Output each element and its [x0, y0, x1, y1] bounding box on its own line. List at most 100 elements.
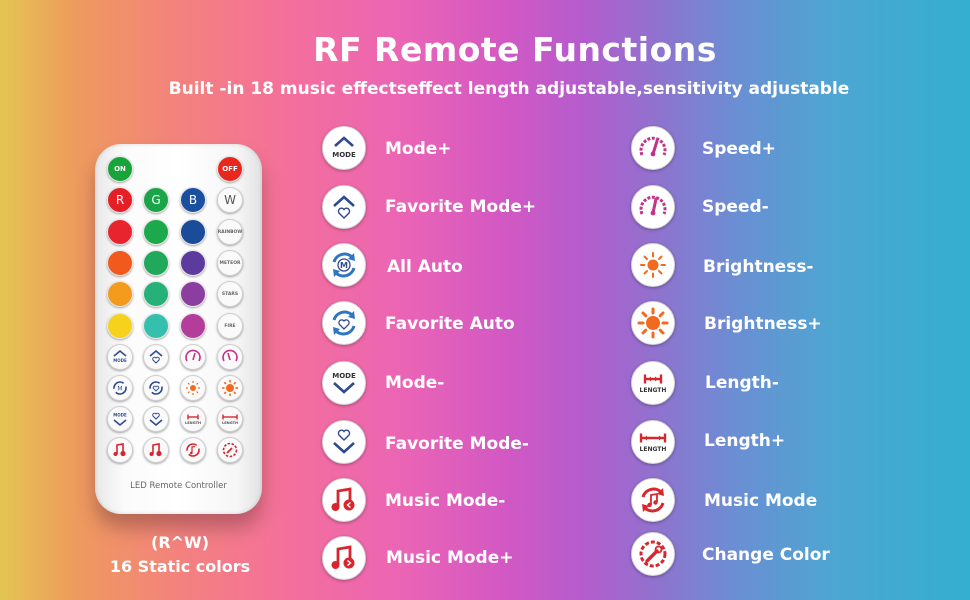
- color-button[interactable]: [180, 219, 206, 245]
- function-label-length-up: Length+: [704, 431, 786, 451]
- favorite-up-icon: [322, 185, 366, 229]
- brightness-up-button[interactable]: [217, 375, 243, 401]
- all-auto-icon: M: [322, 243, 366, 287]
- page-title: RF Remote Functions: [313, 30, 717, 69]
- favorite-up-button[interactable]: [143, 344, 169, 370]
- svg-text:LENGTH: LENGTH: [185, 421, 201, 425]
- fire-button[interactable]: FIRE: [217, 313, 243, 339]
- music-mode-button[interactable]: [180, 437, 206, 463]
- brightness-down-button[interactable]: [180, 375, 206, 401]
- speed-up-icon: [631, 126, 675, 170]
- svg-text:MODE: MODE: [113, 413, 127, 418]
- mode-down-icon: MODE: [113, 413, 127, 427]
- green-button[interactable]: G: [143, 187, 169, 213]
- off-button[interactable]: OFF: [217, 156, 243, 182]
- music-mode-icon: [631, 478, 675, 522]
- brightness-up-icon: [222, 380, 238, 396]
- color-button[interactable]: [180, 281, 206, 307]
- color-button[interactable]: [143, 250, 169, 276]
- function-label-mode-down: Mode-: [385, 373, 445, 393]
- music-next-button[interactable]: [143, 437, 169, 463]
- length-up-button[interactable]: LENGTH: [217, 406, 243, 432]
- mode-up-icon: MODE: [322, 126, 366, 170]
- remote-footer-label: LED Remote Controller: [130, 481, 227, 491]
- remote-controller: ON OFF R G B W RAINBOW METEOR STARS FIRE…: [95, 144, 262, 514]
- length-up-icon: LENGTH: [222, 414, 238, 425]
- speed-down-icon: [631, 185, 675, 229]
- speed-down-icon: [222, 349, 238, 362]
- svg-text:M: M: [340, 261, 348, 270]
- color-button[interactable]: [107, 250, 133, 276]
- color-button[interactable]: [107, 313, 133, 339]
- music-next-icon: [322, 536, 366, 580]
- mode-up-button[interactable]: MODE: [107, 344, 133, 370]
- favorite-auto-icon: [322, 301, 366, 345]
- svg-text:LENGTH: LENGTH: [640, 446, 667, 453]
- function-label-mode-up: Mode+: [385, 139, 452, 159]
- length-up-icon: LENGTH: [631, 420, 675, 464]
- speed-up-button[interactable]: [180, 344, 206, 370]
- svg-text:MODE: MODE: [332, 151, 356, 159]
- change-color-icon: [222, 442, 238, 458]
- music-prev-button[interactable]: [107, 437, 133, 463]
- favorite-auto-icon: [149, 381, 163, 395]
- svg-text:MODE: MODE: [332, 372, 356, 380]
- color-button[interactable]: [143, 313, 169, 339]
- svg-text:M: M: [117, 386, 122, 393]
- change-color-button[interactable]: [217, 437, 243, 463]
- stars-button[interactable]: STARS: [217, 281, 243, 307]
- function-label-music-mode: Music Mode: [704, 491, 818, 511]
- red-button[interactable]: R: [107, 187, 133, 213]
- music-next-icon: [149, 443, 162, 457]
- favorite-auto-button[interactable]: [143, 375, 169, 401]
- blue-button[interactable]: B: [180, 187, 206, 213]
- brightness-down-icon: [186, 381, 200, 395]
- function-label-music-next: Music Mode+: [386, 548, 514, 568]
- function-label-music-prev: Music Mode-: [385, 491, 506, 511]
- function-label-change-color: Change Color: [702, 545, 830, 565]
- brightness-up-icon: [631, 301, 675, 345]
- function-label-favorite-up: Favorite Mode+: [385, 197, 537, 217]
- color-button[interactable]: [107, 219, 133, 245]
- svg-text:MODE: MODE: [113, 358, 127, 363]
- function-label-favorite-auto: Favorite Auto: [385, 314, 515, 334]
- function-label-brightness-up: Brightness+: [704, 314, 822, 334]
- meteor-button[interactable]: METEOR: [217, 250, 243, 276]
- on-button[interactable]: ON: [107, 156, 133, 182]
- favorite-down-icon: [149, 412, 163, 427]
- mode-down-icon: MODE: [322, 361, 366, 405]
- speed-up-icon: [185, 349, 201, 362]
- music-prev-icon: [113, 443, 126, 457]
- white-button[interactable]: W: [217, 187, 243, 213]
- favorite-up-icon: [149, 349, 163, 364]
- svg-text:LENGTH: LENGTH: [640, 387, 667, 394]
- mode-down-button[interactable]: MODE: [107, 406, 133, 432]
- function-label-favorite-down: Favorite Mode-: [385, 434, 529, 454]
- function-label-all-auto: All Auto: [387, 257, 463, 277]
- length-down-icon: LENGTH: [185, 414, 201, 425]
- function-label-brightness-down: Brightness-: [703, 257, 814, 277]
- music-prev-icon: [322, 478, 366, 522]
- length-down-icon: LENGTH: [631, 361, 675, 405]
- color-button[interactable]: [180, 313, 206, 339]
- color-button[interactable]: [143, 281, 169, 307]
- mode-up-icon: MODE: [113, 349, 127, 363]
- brightness-down-icon: [631, 243, 675, 287]
- color-button[interactable]: [107, 281, 133, 307]
- change-color-icon: [631, 532, 675, 576]
- caption-line-2: 16 Static colors: [109, 557, 251, 576]
- color-button[interactable]: [180, 250, 206, 276]
- caption-line-1: (R^W): [151, 533, 209, 552]
- function-label-length-down: Length-: [705, 373, 779, 393]
- music-mode-icon: [186, 443, 200, 457]
- function-label-speed-up: Speed+: [702, 139, 776, 159]
- rainbow-button[interactable]: RAINBOW: [217, 219, 243, 245]
- all-auto-button[interactable]: M: [107, 375, 133, 401]
- favorite-down-button[interactable]: [143, 406, 169, 432]
- favorite-down-icon: [322, 420, 366, 464]
- svg-text:LENGTH: LENGTH: [222, 421, 238, 425]
- speed-down-button[interactable]: [217, 344, 243, 370]
- color-button[interactable]: [143, 219, 169, 245]
- all-auto-icon: M: [113, 381, 127, 395]
- length-down-button[interactable]: LENGTH: [180, 406, 206, 432]
